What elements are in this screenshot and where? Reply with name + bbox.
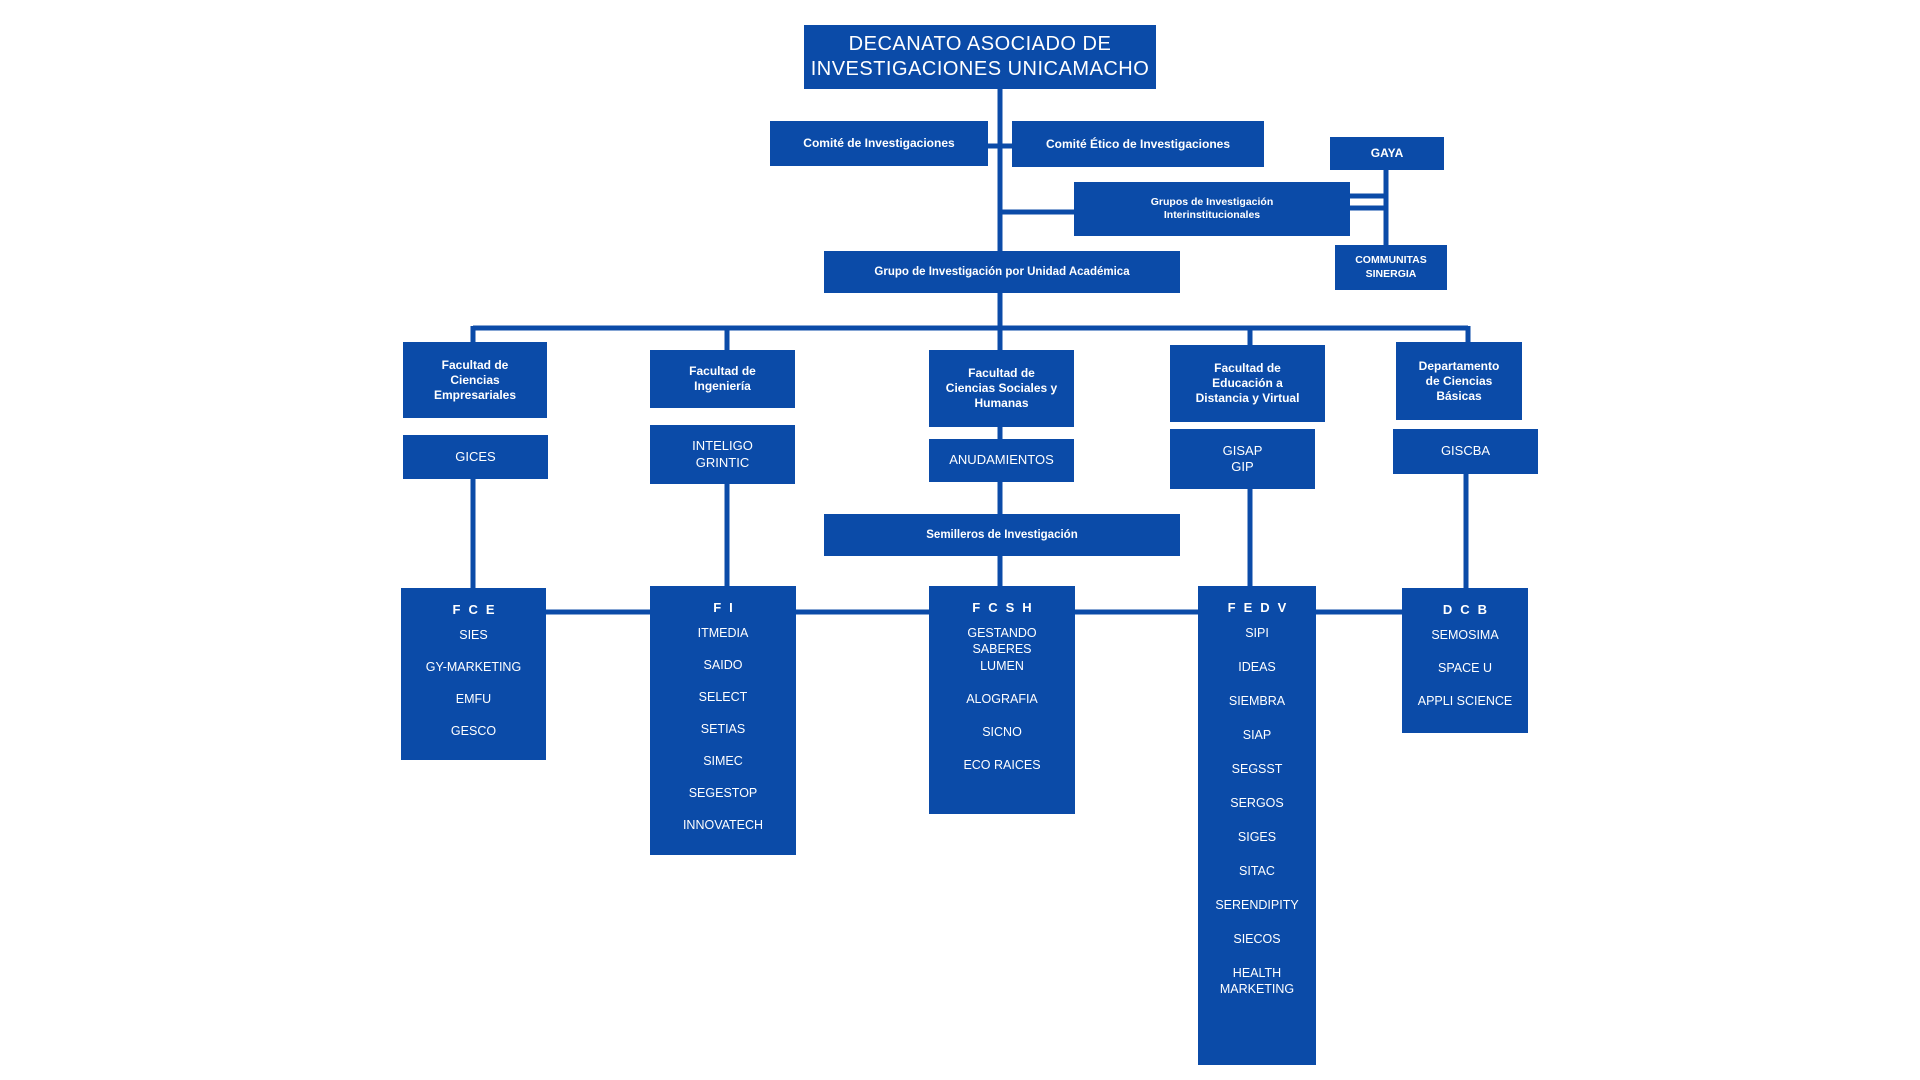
seedbed-item: SICNO xyxy=(982,725,1022,739)
groups-fcsh: ANUDAMIENTOS xyxy=(929,439,1074,482)
seedbed-item: SEGSST xyxy=(1231,762,1283,776)
seedbed-item: SIAP xyxy=(1242,728,1272,742)
seedbed-item: EMFU xyxy=(455,692,492,706)
seedbed-item: SETIAS xyxy=(700,722,746,736)
seedbed-item: SIPI xyxy=(1245,626,1269,640)
groups-dcb: GISCBA xyxy=(1393,429,1538,474)
faculty-fce: Facultad de Ciencias Empresariales xyxy=(403,342,547,418)
faculty-dcb: Departamento de Ciencias Básicas xyxy=(1396,342,1522,420)
grupo-unidad-academica-box: Grupo de Investigación por Unidad Académ… xyxy=(824,251,1180,293)
seedbed-title-fcsh: FCSH xyxy=(972,600,1040,615)
seedbed-item: ALOGRAFIA xyxy=(966,692,1038,706)
seedbed-list-dcb: DCB SEMOSIMA SPACE U APPLI SCIENCE xyxy=(1402,588,1528,733)
seedbed-item: SAIDO xyxy=(703,658,743,672)
seedbed-item: SITAC xyxy=(1239,864,1275,878)
seedbed-item: SIMEC xyxy=(703,754,743,768)
seedbed-item: SELECT xyxy=(698,690,748,704)
seedbed-item: SEGESTOP xyxy=(688,786,758,800)
seedbed-title-fedv: FEDV xyxy=(1227,600,1295,615)
seedbed-item: ITMEDIA xyxy=(697,626,749,640)
seedbed-item: APPLI SCIENCE xyxy=(1417,694,1513,708)
seedbed-item: SERGOS xyxy=(1230,796,1284,810)
seedbed-title-dcb: DCB xyxy=(1442,602,1496,617)
seedbed-title-fi: FI xyxy=(713,600,741,615)
seedbed-item: SIGES xyxy=(1237,830,1277,844)
decanato-box: DECANATO ASOCIADO DE INVESTIGACIONES UNI… xyxy=(804,25,1156,89)
seedbed-item: SIECOS xyxy=(1233,932,1281,946)
seedbed-item: SIEMBRA xyxy=(1228,694,1286,708)
comite-investigaciones-box: Comité de Investigaciones xyxy=(770,121,988,166)
seedbed-item: ECO RAICES xyxy=(963,758,1041,772)
seedbed-list-fce: FCE SIES GY-MARKETING EMFU GESCO xyxy=(401,588,546,760)
seedbed-title-fce: FCE xyxy=(452,602,503,617)
groups-fi: INTELIGO GRINTIC xyxy=(650,425,795,484)
grupos-interinstitucionales-box: Grupos de Investigación Interinstitucion… xyxy=(1074,182,1350,236)
seedbed-list-fedv: FEDV SIPI IDEAS SIEMBRA SIAP SEGSST SERGOS SIG… xyxy=(1198,586,1316,1065)
seedbed-item: SIES xyxy=(459,628,488,642)
seedbed-list-fi: FI ITMEDIA SAIDO SELECT SETIAS SIMEC SEGESTOP… xyxy=(650,586,796,855)
seedbed-item: IDEAS xyxy=(1238,660,1276,674)
seedbed-item: HEALTH MARKETING xyxy=(1219,966,1295,997)
seedbed-item: GESCO xyxy=(450,724,497,738)
groups-fce: GICES xyxy=(403,435,548,479)
faculty-fi: Facultad de Ingeniería xyxy=(650,350,795,408)
communitas-sinergia-box: COMMUNITAS SINERGIA xyxy=(1335,245,1447,290)
faculty-fedv: Facultad de Educación a Distancia y Virt… xyxy=(1170,345,1325,422)
seedbed-item: SEMOSIMA xyxy=(1431,628,1499,642)
seedbed-item: LUMEN xyxy=(980,659,1024,673)
groups-fedv: GISAP GIP xyxy=(1170,429,1315,489)
comite-etico-box: Comité Ético de Investigaciones xyxy=(1012,121,1264,167)
semilleros-box: Semilleros de Investigación xyxy=(824,514,1180,556)
seedbed-item: GY-MARKETING xyxy=(425,660,522,674)
gaya-box: GAYA xyxy=(1330,137,1444,170)
seedbed-item: INNOVATECH xyxy=(682,818,764,832)
faculty-fcsh: Facultad de Ciencias Sociales y Humanas xyxy=(929,350,1074,427)
seedbed-item: GESTANDO SABERES xyxy=(967,626,1037,657)
seedbed-list-fcsh: FCSH GESTANDO SABERES LUMEN ALOGRAFIA SICNO… xyxy=(929,586,1075,814)
seedbed-item: SPACE U xyxy=(1438,661,1492,675)
seedbed-item: SERENDIPITY xyxy=(1215,898,1299,912)
